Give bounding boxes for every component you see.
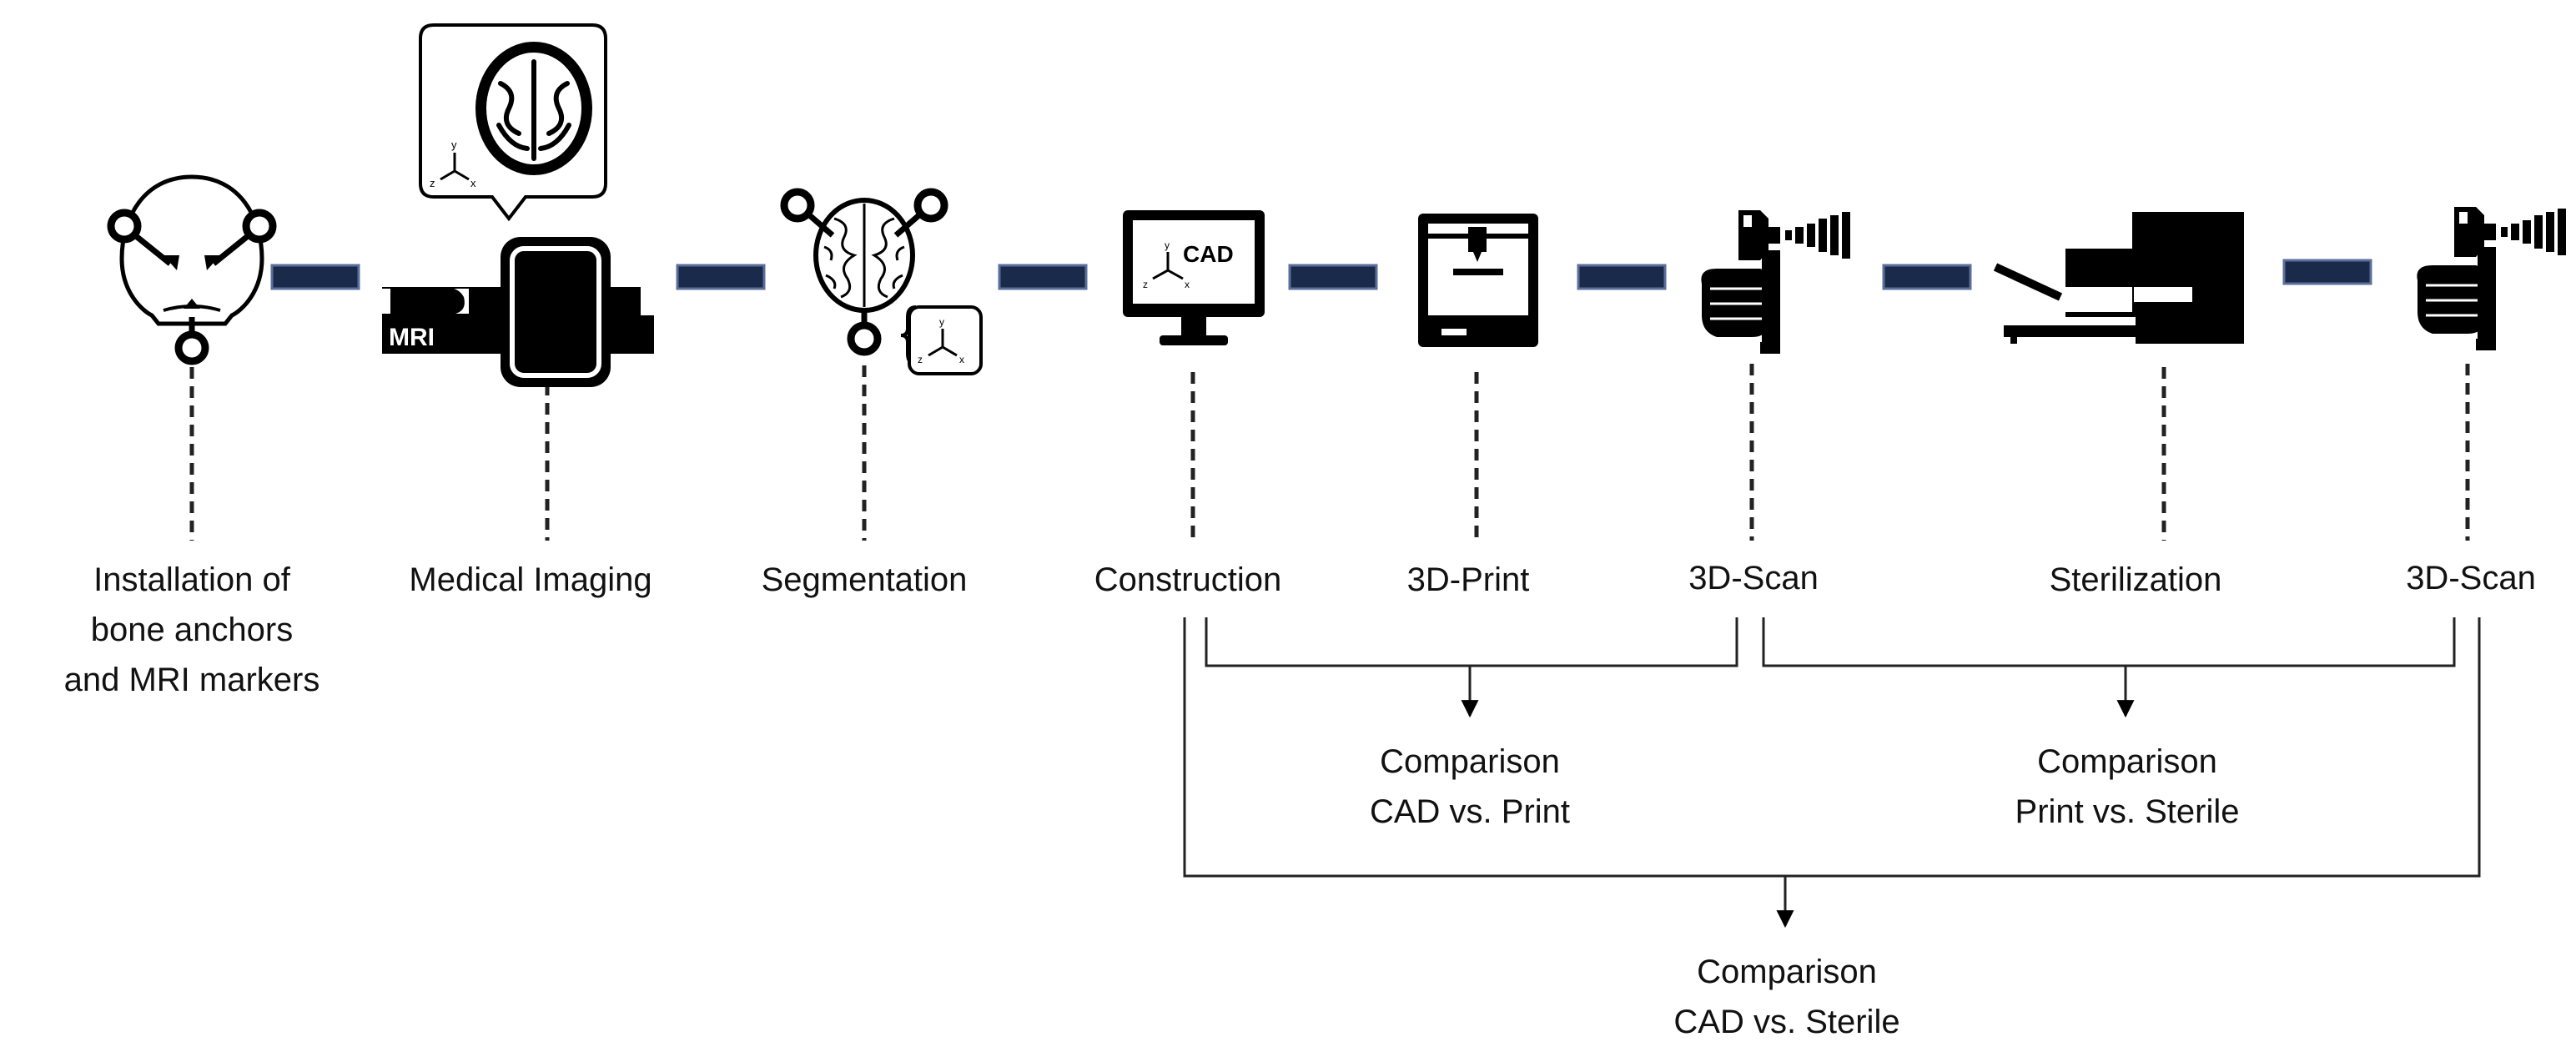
step-connectors <box>270 259 2372 290</box>
cad-label: CAD <box>1183 241 1234 267</box>
connector-bar <box>676 264 766 290</box>
connector-bar <box>1577 264 1667 290</box>
connector-bar <box>2282 259 2372 285</box>
bubble-axis-icon: y z x <box>430 138 476 189</box>
connector-bar <box>998 264 1088 290</box>
axis-y-label: y <box>451 138 457 151</box>
connector-bar <box>1288 264 1378 290</box>
bracket-print-vs-sterile <box>1762 617 2456 667</box>
mri-scanner-icon: y z x MRI <box>382 23 654 387</box>
axis-x-label: x <box>470 177 476 189</box>
axis-y-label: y <box>1165 239 1170 251</box>
bracket-cad-vs-print <box>1205 617 1738 667</box>
step-label-3d-print: 3D-Print <box>1407 561 1530 598</box>
step-label-segmentation: Segmentation <box>762 561 968 598</box>
brain-segmentation-icon: y z x <box>780 188 983 375</box>
dashed-droplines <box>189 364 2470 541</box>
skull-anchors-icon <box>107 174 277 365</box>
sterilizer-icon <box>1993 212 2244 344</box>
axis-z-label: z <box>1143 279 1148 290</box>
step-label-sterilization: Sterilization <box>2050 561 2222 598</box>
3d-scanner-icon <box>2417 207 2566 350</box>
step-label-medical-imaging: Medical Imaging <box>409 561 652 598</box>
axis-z-label: z <box>430 177 435 189</box>
step-label-construction: Construction <box>1094 561 1282 598</box>
3d-printer-icon <box>1418 214 1538 347</box>
cad-monitor-icon: CAD y z x <box>1123 210 1265 345</box>
3d-scanner-icon <box>1701 210 1850 354</box>
axis-z-label: z <box>918 354 923 365</box>
step-label-3d-scan-final: 3D-Scan <box>2406 560 2536 596</box>
step-label-3d-scan: 3D-Scan <box>1688 560 1819 596</box>
connector-bar <box>270 264 360 290</box>
axis-x-label: x <box>1185 279 1190 290</box>
bracket-cad-vs-sterile <box>1183 617 2481 878</box>
axis-y-label: y <box>939 316 944 328</box>
mri-label: MRI <box>389 324 435 351</box>
comparison-brackets <box>1183 617 2481 929</box>
axis-x-label: x <box>959 354 964 365</box>
connector-bar <box>1882 264 1972 290</box>
